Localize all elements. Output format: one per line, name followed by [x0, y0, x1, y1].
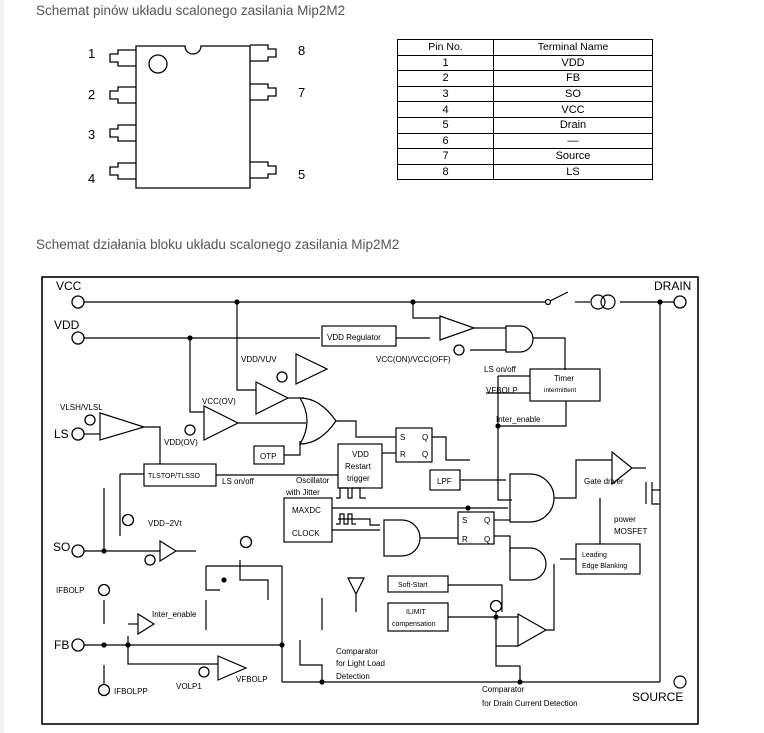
soft-start-label: Soft-Start	[398, 582, 428, 589]
current-source-icon	[97, 583, 111, 597]
latch-r-label: R	[400, 450, 406, 459]
inter-enable-label-2: Inter_enable	[152, 610, 197, 619]
ls-terminal	[71, 427, 85, 441]
volp1-label: VOLP1	[176, 682, 202, 691]
latch-qbar-label: Q	[422, 450, 428, 459]
vdd-pin-label: VDD	[54, 318, 80, 332]
tlstop-label: TLSTOP/TLSSO	[148, 473, 201, 480]
light-load-label: for Light Load	[336, 659, 385, 668]
vfbolp-label: VFBOLP	[486, 386, 518, 395]
ls-pin-label: LS	[54, 427, 69, 441]
timer-label: Timer	[554, 374, 574, 383]
vdd-ov-label: VDD(OV)	[164, 438, 198, 447]
drain-terminal	[673, 295, 687, 309]
fb-pin-label: FB	[54, 638, 69, 652]
so-pin-label: SO	[53, 540, 70, 554]
terminal-name-cell: LS	[493, 163, 653, 181]
oscillator-label: Oscillator	[296, 476, 330, 485]
left-gutter	[0, 0, 4, 733]
terminal-name-cell: VCC	[493, 101, 653, 118]
latch-s-label: S	[400, 433, 405, 442]
current-source-icon	[97, 683, 111, 697]
inter-enable-label: Inter_enable	[496, 415, 541, 424]
otp-label: OTP	[260, 452, 276, 461]
vcc-pin-label: VCC	[56, 279, 82, 293]
pin-table-header: Pin No. Terminal Name	[397, 39, 653, 56]
latch2-q-label: Q	[484, 516, 490, 525]
vcc-ov-label: VCC(OV)	[202, 397, 236, 406]
junction-dots	[101, 299, 663, 685]
ifbolpp-label: IFBOLPP	[114, 687, 148, 696]
pin-label-4: 4	[88, 171, 95, 186]
latch-q-label: Q	[422, 433, 428, 442]
current-source-icon	[121, 513, 135, 527]
pin-label-3: 3	[88, 127, 95, 142]
ls-on-off-label: LS on/off	[484, 365, 517, 374]
vdd-regulator-label: VDD Regulator	[327, 333, 381, 342]
vdd-terminal	[71, 331, 85, 345]
ifbolp-label: IFBOLP	[56, 586, 84, 595]
vcc-on-off-label: VCC(ON)/VCC(OFF)	[376, 355, 451, 364]
terminal-name-cell: Drain	[493, 116, 653, 134]
so-terminal	[71, 544, 85, 558]
restart-label: Restart	[345, 462, 372, 471]
vdd-vuv-label: VDD/VUV	[241, 355, 277, 364]
pin-label-7: 7	[298, 85, 305, 100]
block-diagram-heading: Schemat działania bloku układu scalonego…	[36, 237, 400, 252]
mosfet-label: MOSFET	[614, 527, 647, 536]
terminal-name-cell: Source	[493, 148, 653, 165]
ilimit-label: ILIMIT	[406, 609, 427, 616]
pin-label-8: 8	[298, 43, 305, 58]
vfbolp-label-2: VFBOLP	[236, 675, 268, 684]
drain-detection-label: for Drain Current Detection	[482, 699, 578, 708]
source-pin-label: SOURCE	[632, 690, 683, 704]
terminal-name-header: Terminal Name	[493, 39, 653, 56]
comparator-light-label: Comparator	[336, 647, 379, 656]
clock-label: CLOCK	[292, 529, 320, 538]
latch2-r-label: R	[462, 535, 468, 544]
latch2-s-label: S	[462, 516, 467, 525]
ic-package-drawing: 1 2 3 4 8 7 5	[88, 43, 305, 189]
pinout-heading: Schemat pinów układu scalonego zasilania…	[36, 3, 346, 18]
fb-terminal	[71, 638, 85, 652]
edge-blanking-label: Edge Blanking	[582, 563, 627, 570]
vdd-restart-label: VDD	[352, 450, 369, 459]
latch2-qbar-label: Q	[484, 535, 490, 544]
vcc-terminal	[71, 295, 85, 309]
gate-driver-label: Gate driver	[584, 477, 624, 486]
drain-pin-label: DRAIN	[654, 279, 691, 293]
detection-label: Detection	[336, 672, 370, 681]
pin-label-2: 2	[88, 87, 95, 102]
pin-label-5: 5	[298, 167, 305, 182]
vdd-2vt-label: VDD−2Vt	[148, 519, 182, 528]
table-row: 6—	[397, 132, 653, 150]
pin-label-1: 1	[88, 46, 95, 61]
maxdc-label: MAXDC	[292, 506, 321, 515]
current-source-icon	[489, 599, 503, 613]
trigger-label: trigger	[347, 474, 370, 483]
power-label: power	[614, 515, 636, 524]
current-source-icon	[239, 535, 253, 549]
comparator-drain-label: Comparator	[482, 685, 525, 694]
leading-label: Leading	[582, 552, 607, 559]
vlsh-vlsl-label: VLSH/VLSL	[60, 403, 103, 412]
compensation-label: compensation	[392, 621, 436, 628]
with-jitter-label: with Jitter	[285, 488, 320, 497]
ls-on-off-label-2: LS on/off	[222, 477, 255, 486]
lpf-label: LPF	[437, 477, 452, 486]
intermittent-label: intermittent	[544, 387, 576, 394]
